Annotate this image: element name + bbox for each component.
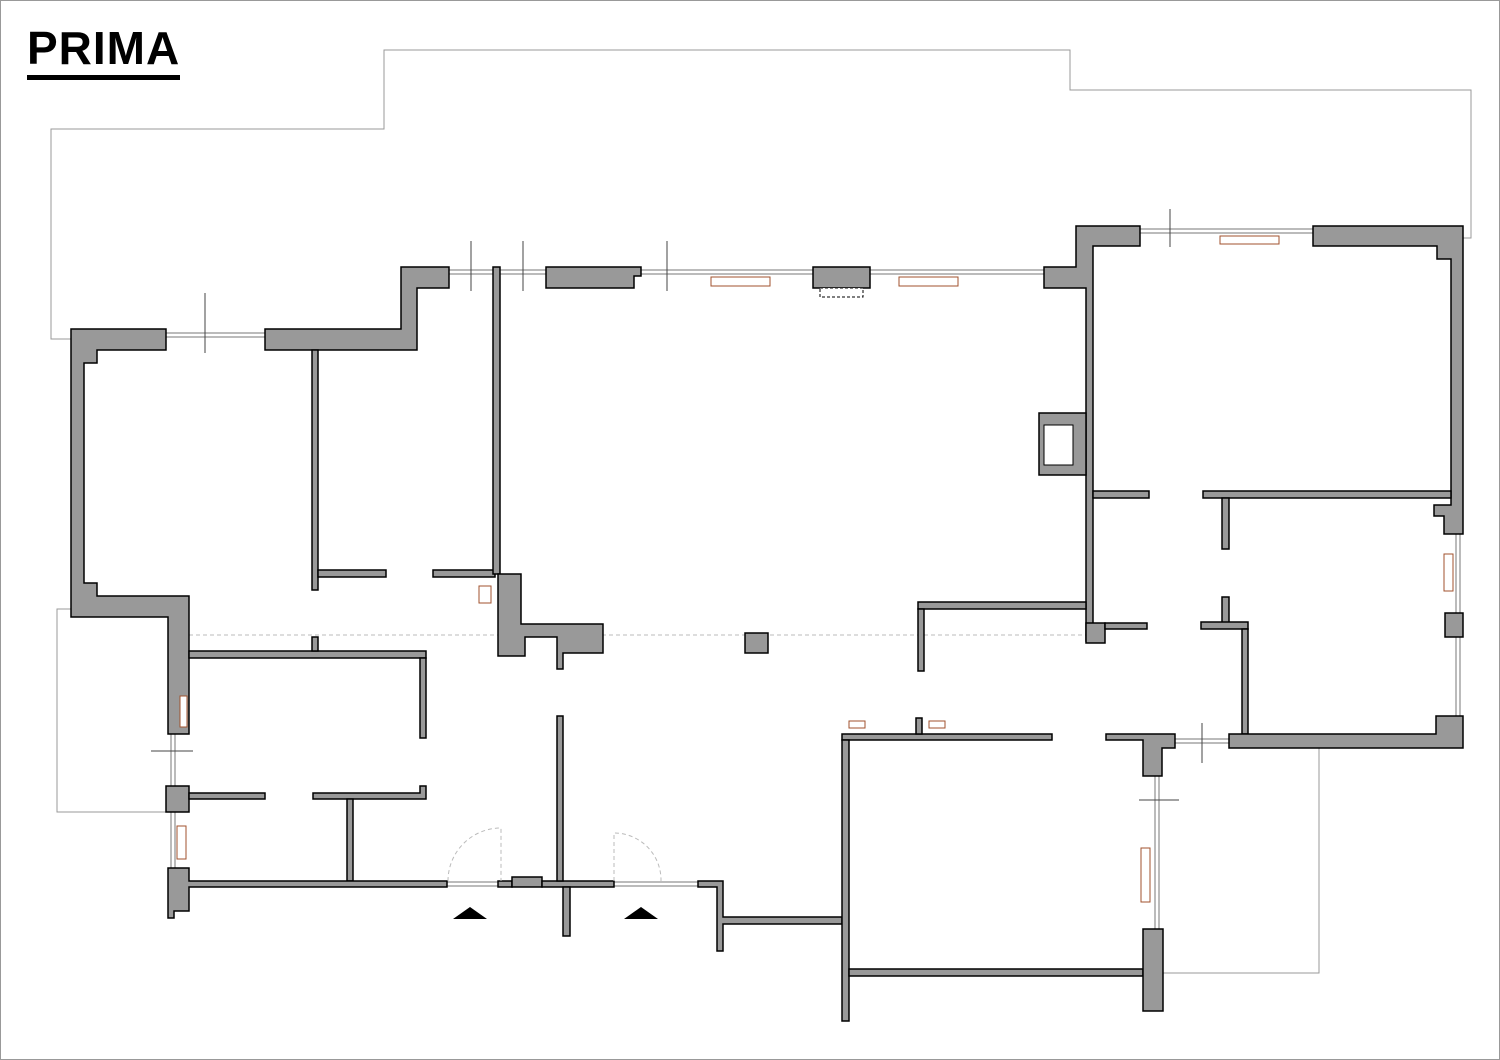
- entrance-arrow-icon: [624, 907, 658, 919]
- plan-title: PRIMA: [27, 23, 181, 80]
- terrace-outline: [50, 49, 1472, 974]
- door-swings: [447, 827, 662, 882]
- fixtures: [176, 235, 1454, 903]
- walls: [70, 225, 1464, 1022]
- entrance-arrow-icon: [453, 907, 487, 919]
